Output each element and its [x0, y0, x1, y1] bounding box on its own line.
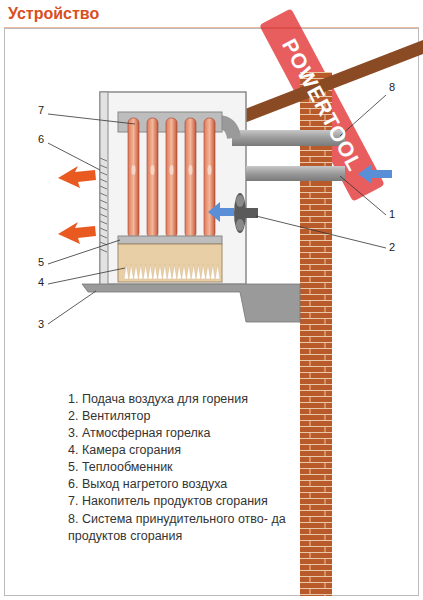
callout-number: 4	[38, 276, 44, 288]
legend-item: 1. Подача воздуха для горения	[68, 392, 248, 406]
callout-number: 5	[38, 256, 44, 268]
combustion-chamber	[118, 244, 222, 282]
callout-number: 2	[389, 241, 395, 253]
air-intake-pipe	[246, 166, 345, 181]
legend-item: 2. Вентилятор	[68, 409, 150, 423]
legend-item: 8. Система принудительного отво- да прод…	[68, 511, 316, 545]
air-arrow	[358, 164, 392, 184]
legend-item: 4. Камера сгорания	[68, 443, 181, 457]
hot-air-arrow	[58, 222, 96, 244]
callout-number: 1	[389, 208, 395, 220]
air-arrow	[208, 202, 234, 222]
legend-item: 3. Атмосферная горелка	[68, 426, 210, 440]
legend-item: 7. Накопитель продуктов сгорания	[68, 494, 268, 508]
heater-housing	[100, 92, 246, 284]
callout-number: 7	[38, 104, 44, 116]
callout-number: 3	[38, 318, 44, 330]
brick-wall	[300, 72, 332, 596]
hot-air-arrow	[58, 166, 96, 188]
wall-bracket	[82, 284, 300, 322]
legend-item: 6. Выход нагретого воздуха	[68, 477, 227, 491]
title: Устройство	[8, 5, 99, 23]
callout-number: 8	[389, 81, 395, 93]
legend-item: 5. Теплообменник	[68, 460, 173, 474]
callout-number: 6	[38, 133, 44, 145]
